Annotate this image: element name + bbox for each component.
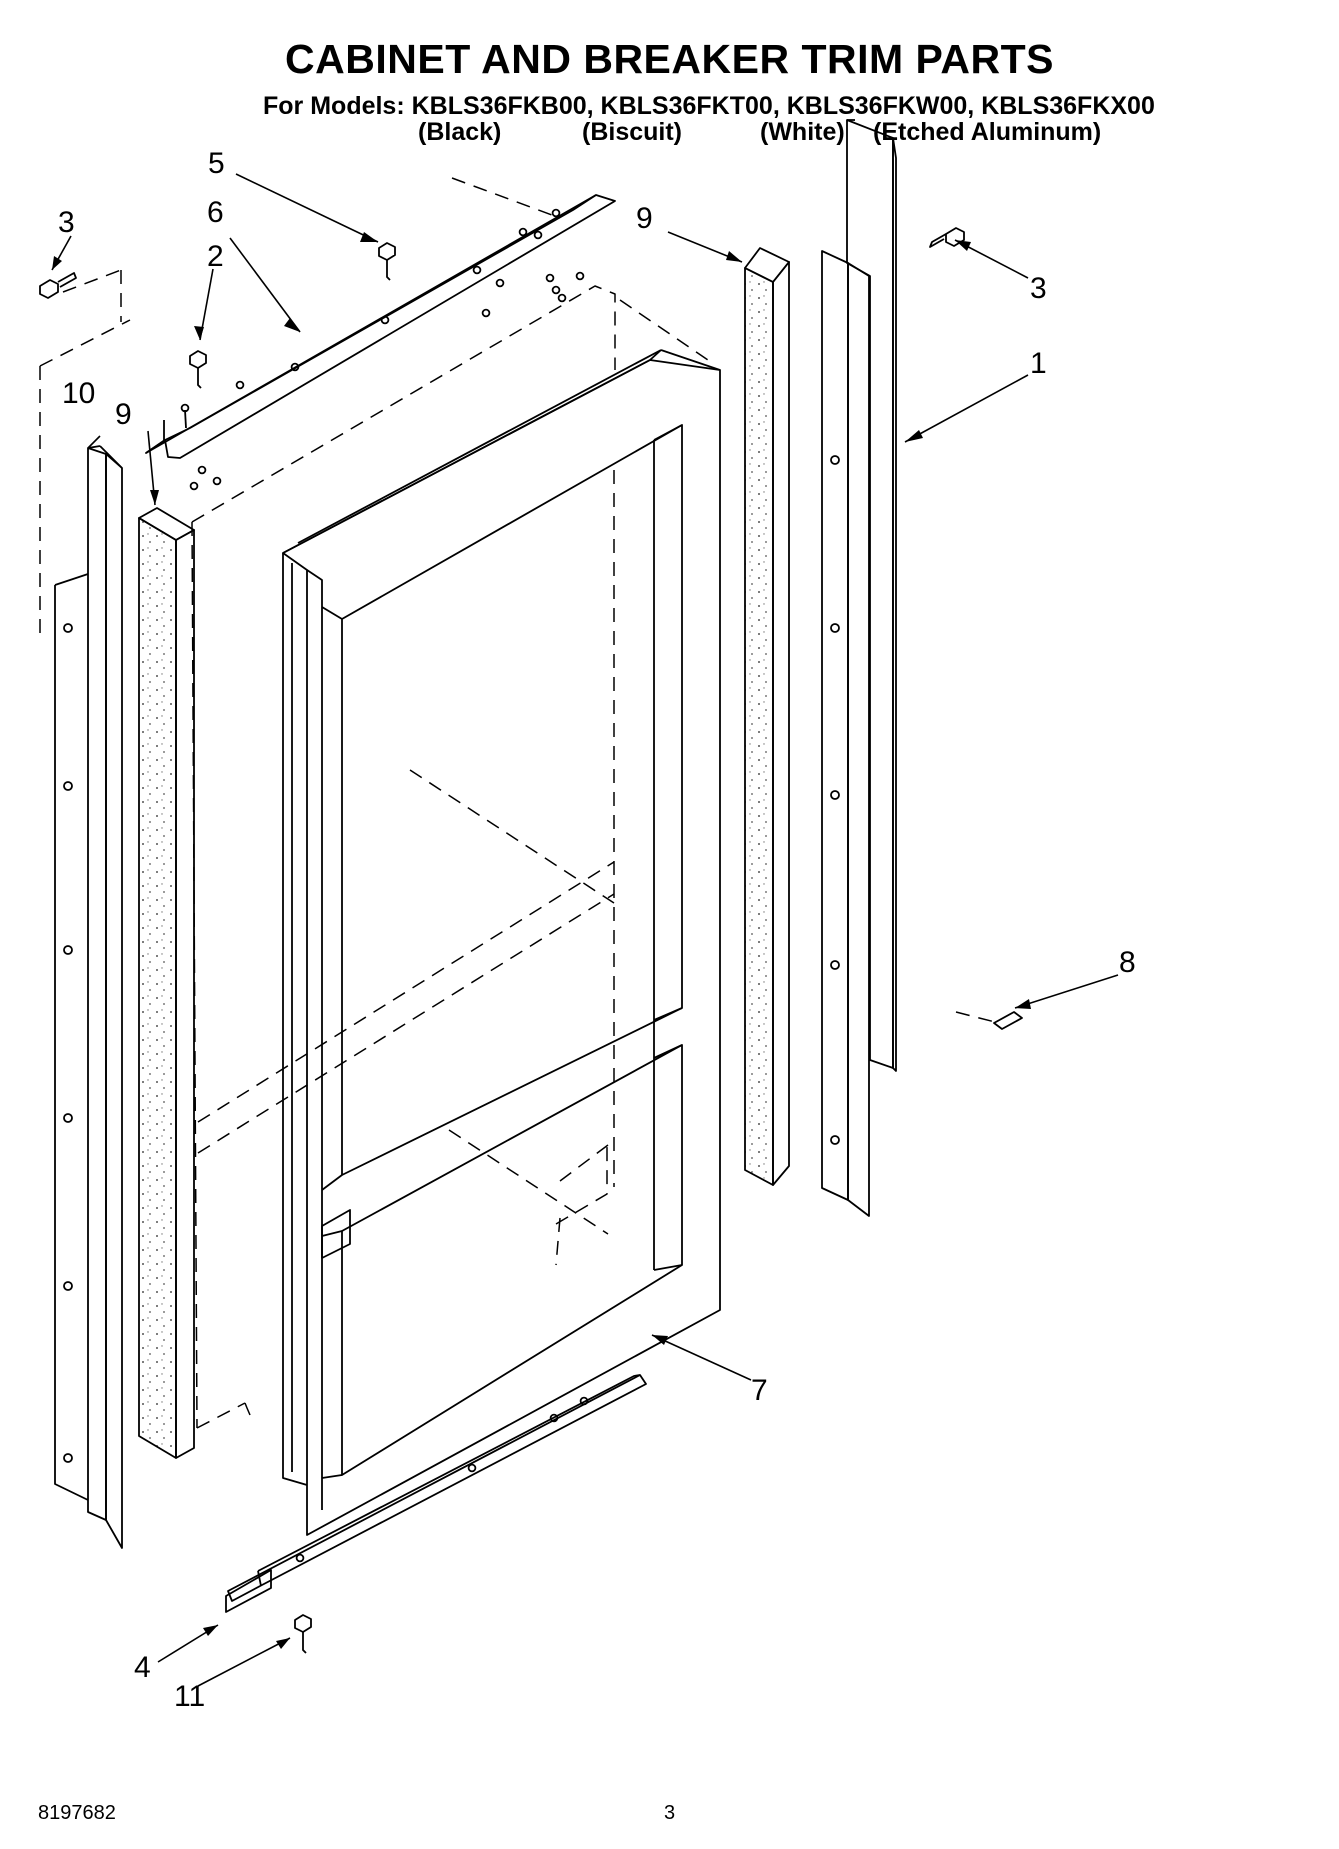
screw-icon [39, 227, 1023, 1654]
right-trim-panel [821, 119, 897, 1217]
right-foam-strip [744, 247, 790, 1186]
callout-3-right: 3 [1030, 272, 1047, 305]
callout-4: 4 [134, 1651, 151, 1684]
callout-6: 6 [207, 196, 224, 229]
document-number: 8197682 [38, 1802, 116, 1824]
bottom-trim-strip [225, 1374, 647, 1613]
callout-7: 7 [751, 1374, 768, 1407]
variant-etched-aluminum: (Etched Aluminum) [873, 118, 1102, 146]
callout-9-right: 9 [636, 202, 653, 235]
callout-11: 11 [174, 1680, 205, 1713]
models-line: For Models: KBLS36FKB00, KBLS36FKT00, KB… [263, 92, 1155, 120]
door-frame [282, 349, 721, 1536]
page-title: CABINET AND BREAKER TRIM PARTS [285, 36, 1054, 82]
callout-10: 10 [62, 377, 95, 410]
leader-arrows [52, 232, 1031, 1649]
left-trim-panel [54, 445, 123, 1549]
leader-lines [51, 173, 1119, 1687]
callout-8: 8 [1119, 946, 1136, 979]
left-foam-strip [138, 507, 195, 1459]
variant-black: (Black) [418, 118, 502, 146]
callout-1: 1 [1030, 347, 1047, 380]
callout-9-left: 9 [115, 398, 132, 431]
variant-biscuit: (Biscuit) [582, 118, 682, 146]
cabinet-outline [39, 177, 996, 1429]
top-trim-strip [145, 194, 616, 491]
callout-2: 2 [207, 240, 224, 273]
variant-white: (White) [760, 118, 845, 146]
callout-5: 5 [208, 147, 225, 180]
page-number: 3 [664, 1802, 676, 1824]
callout-3-left: 3 [58, 206, 75, 239]
